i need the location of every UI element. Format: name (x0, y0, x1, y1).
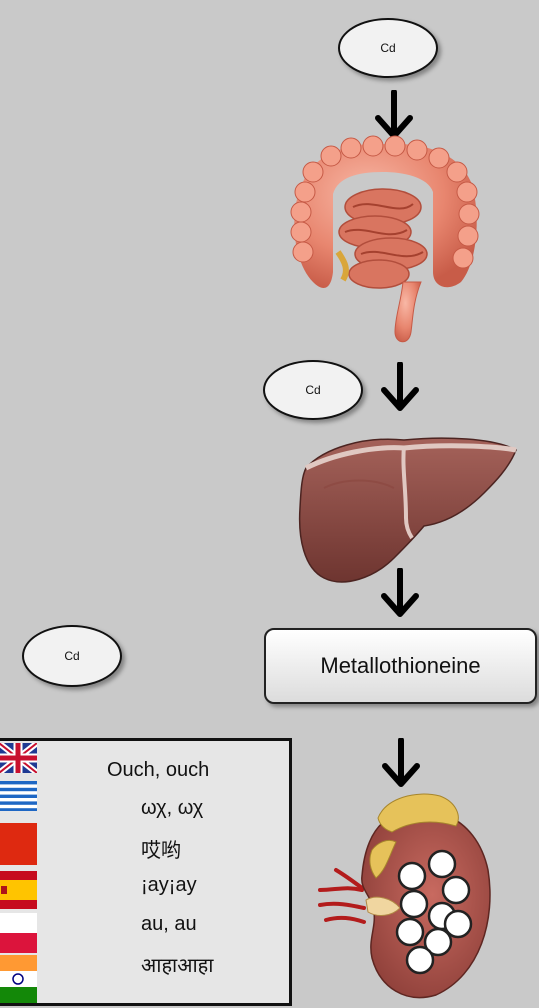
cd-node-middle: Cd (263, 360, 363, 420)
india-flag-icon (0, 955, 37, 1003)
down-arrow-icon (381, 738, 421, 788)
uk-flag-icon (0, 743, 37, 773)
china-flag-icon (0, 823, 37, 865)
metallothioneine-box: Metallothioneine (264, 628, 537, 704)
down-arrow-icon (380, 362, 420, 412)
poland-flag-icon (0, 913, 37, 953)
spain-flag-icon (0, 871, 37, 909)
phrase-english: Ouch, ouch (107, 759, 209, 782)
cd-node-top: Cd (338, 18, 438, 78)
pain-expression-legend: Ouch, ouch ωχ, ωχ 哎哟 ¡ay¡ay au, au आहाआह… (0, 738, 292, 1006)
phrase-greek: ωχ, ωχ (141, 797, 203, 820)
intestine-icon (283, 132, 483, 350)
greece-flag-icon (0, 781, 37, 811)
metallothioneine-label: Metallothioneine (320, 653, 480, 679)
phrase-hindi: आहाआहा (141, 951, 213, 978)
cd-label: Cd (380, 41, 395, 55)
phrase-spanish: ¡ay¡ay (141, 874, 197, 897)
phrase-polish: au, au (141, 913, 197, 936)
phrase-chinese: 哎哟 (141, 834, 181, 863)
kidney-icon (316, 790, 496, 1000)
cd-label: Cd (64, 649, 79, 663)
liver-icon (294, 428, 522, 588)
cd-label: Cd (305, 383, 320, 397)
cd-node-left: Cd (22, 625, 122, 687)
